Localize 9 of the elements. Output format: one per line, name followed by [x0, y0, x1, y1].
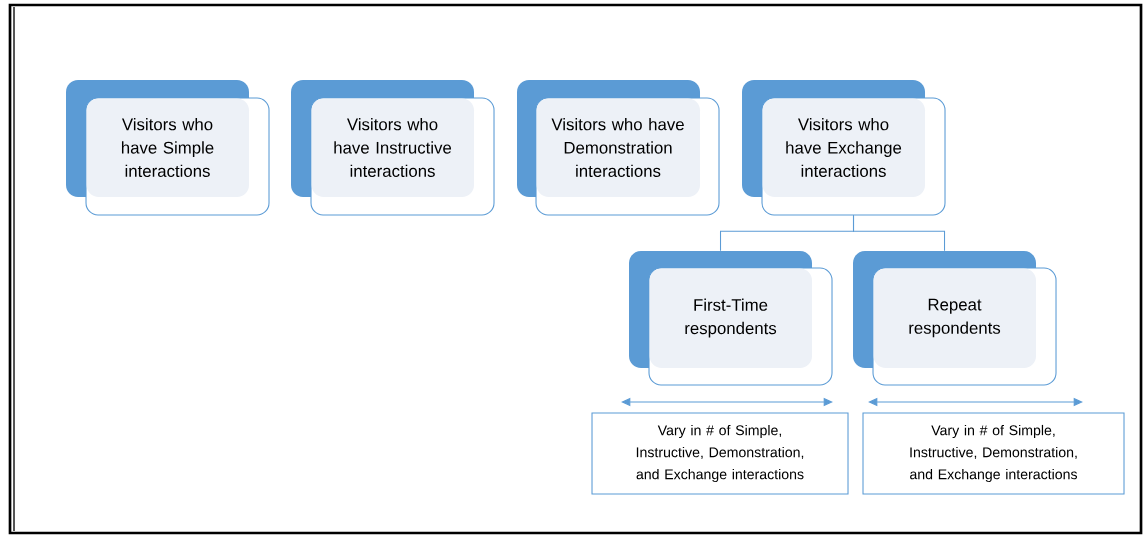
- card: Visitors who have Exchange interactions: [742, 80, 946, 216]
- card: First-Time respondents: [629, 251, 833, 386]
- card: Visitors who have Demonstration interactions: [517, 80, 720, 216]
- card: Visitors who have Instructive interactions: [291, 80, 495, 216]
- card: Repeat respondents: [853, 251, 1057, 386]
- text-box: Vary in # of Simple, Instructive, Demonstration, and Exchange interactions: [591, 412, 849, 495]
- connector: [852, 214, 946, 252]
- card: Visitors who have Simple interactions: [66, 80, 270, 216]
- text-box: Vary in # of Simple, Instructive, Demonstration, and Exchange interactions: [862, 412, 1125, 495]
